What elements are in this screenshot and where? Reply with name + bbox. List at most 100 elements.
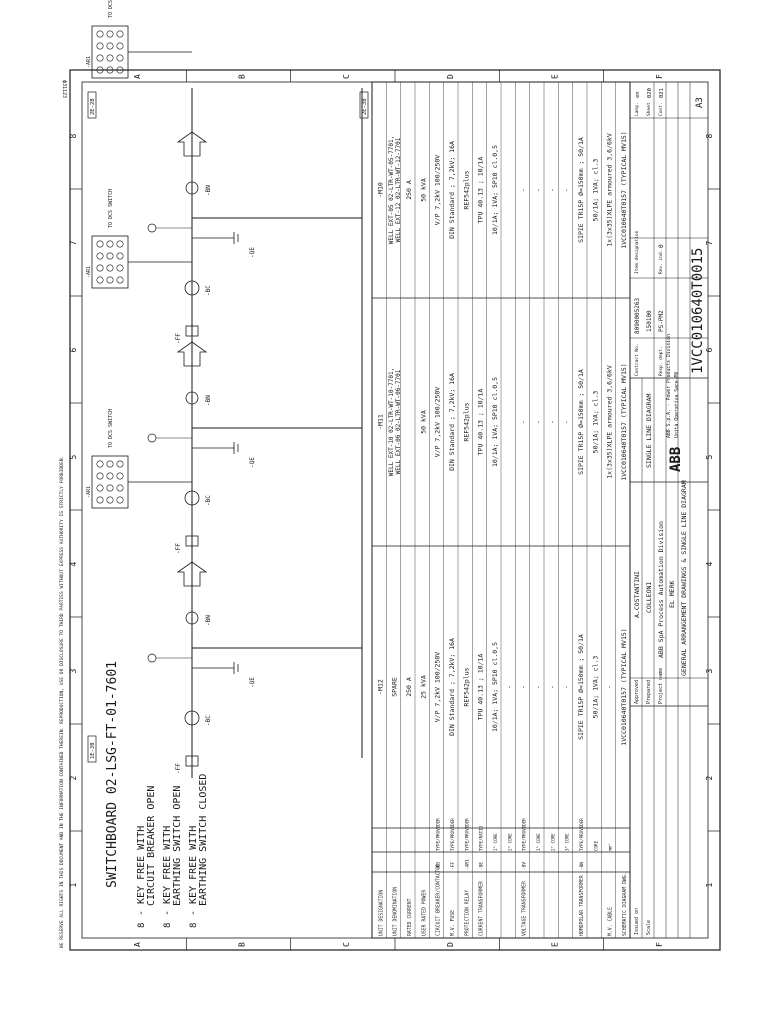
table-cell: V/P 7,2kV 100/250V <box>434 155 442 226</box>
table-cell: 1x(3x35)XLPE armoured 3,6/6kV <box>606 365 614 479</box>
table-row-label: PROTECTION RELAY <box>464 890 470 936</box>
dcs-switch-label: TO DCS SWITCH <box>108 189 114 228</box>
table-cell: SPARE <box>391 677 399 697</box>
table-row-type: 1° CORE <box>536 833 541 851</box>
format-value: A3 <box>695 97 705 108</box>
breaker-label: -BC <box>205 495 212 506</box>
indicator-lamp-icon <box>147 653 157 663</box>
frame-column-number: 6 <box>705 348 714 353</box>
table-cell: SIPIE TR15P Ø=150mm ; 50/1A <box>577 369 585 475</box>
fuse-symbol <box>185 755 199 767</box>
frame-row-letter: E <box>551 942 560 947</box>
table-cell: V/P 7,2kV 100/250V <box>434 652 442 723</box>
dcs-switch-label: TO DCS SWITCH <box>108 0 114 18</box>
company-line-1: ABB S.p.A. - Power Products Division <box>666 334 672 438</box>
table-cell: 10/1A; 1VA; 5P10 cl.0,5 <box>491 377 499 467</box>
cable-outlet-arrow <box>176 561 208 587</box>
table-cell: TPU 40.13 ; 10/1A <box>477 654 485 721</box>
frame-row-letter: B <box>238 942 247 947</box>
table-row-type: CORE <box>593 840 598 851</box>
title-block: Issued on Scale Approved A.COSTANTINI Pr… <box>629 82 708 938</box>
corner-code: ф31123 <box>61 80 67 98</box>
table-row-code: -AR1 <box>464 859 470 870</box>
table-row-type: TYPE/RATIO <box>479 825 484 851</box>
earth-switch-label: -QE <box>249 457 256 468</box>
cable-outlet-arrow <box>176 341 208 367</box>
table-cell: -M10 <box>376 182 384 198</box>
legend-line-1: - KEY FREE WITH <box>136 826 147 916</box>
frame-column-number: 7 <box>705 241 714 246</box>
sheet-label: Sheet <box>646 102 652 116</box>
table-cell: SIPIE TR15P Ø=150mm ; 50/1A <box>577 634 585 740</box>
frame-row-letter: F <box>655 74 664 79</box>
table-row-code: -FF <box>450 862 456 870</box>
fuse-label: -FF <box>175 763 182 774</box>
table-cell: DIN Standard ; 7,2kV; 16A <box>448 141 456 239</box>
table-cell: 50 kVA <box>419 178 427 202</box>
table-row-type: 2° CORE <box>550 833 555 851</box>
table-row-label: M.V. FUSE <box>450 910 456 936</box>
issued-on-label: Issued on <box>634 908 640 935</box>
cable-outlet-arrow <box>176 131 208 157</box>
fuse-label: -FF <box>175 543 182 554</box>
table-row-label: HOMOPOLAR TRANSFORMER <box>579 875 585 936</box>
table-cell: - <box>520 420 528 424</box>
table-cell: REF542plus <box>462 667 470 706</box>
table-row-code: -BE <box>479 862 485 870</box>
table-cell: 1VCC010640T0157 (TYPICAL MV15) <box>620 363 628 480</box>
item-value: 150100 <box>646 310 653 332</box>
table-row-label: UNIT DESIGNATION <box>378 890 384 936</box>
resp-value: PS-PM2 <box>658 310 665 332</box>
sheet-title: SINGLE LINE DIAGRAM <box>645 394 653 468</box>
table-row-type: 1° CORE <box>493 833 498 851</box>
table-cell: 250 A <box>405 677 413 697</box>
frame-column-number: 3 <box>69 669 78 674</box>
table-row-label: RATED CURRENT <box>407 898 413 936</box>
table-cell: -M11 <box>376 414 384 430</box>
table-cell-denomination: WELL EXT-10 02-LTR-WT-10-7701, <box>388 368 395 476</box>
earth-switch-label: -QE <box>249 247 256 258</box>
table-cell: 1VCC010640T0157 (TYPICAL MV15) <box>620 131 628 248</box>
fuse-symbol <box>185 325 199 337</box>
brand-logo: ABB <box>668 447 684 472</box>
table-cell: 25 kVA <box>419 675 427 699</box>
table-row-label: USER RATED POWER <box>421 890 427 936</box>
fuse-symbol <box>185 535 199 547</box>
rev-label: Rev. ind. <box>658 250 664 274</box>
breaker-label: -BC <box>205 715 212 726</box>
table-row-label: CURRENT TRANSFORMER <box>479 881 485 936</box>
table-row-type: mm² <box>608 843 613 851</box>
table-cell: 10/1A; 1VA; 5P10 cl.0,5 <box>491 642 499 732</box>
table-cell: DIN Standard ; 7,2kV; 16A <box>448 638 456 736</box>
key-legend: - KEY FREE WITH CIRCUIT BREAKER OPEN - K… <box>136 774 209 928</box>
frame-column-number: 5 <box>705 455 714 460</box>
table-row-type: 3° CORE <box>565 833 570 851</box>
frame-row-letter: D <box>446 942 455 947</box>
table-row-code: -BN <box>579 862 585 870</box>
resp-label: Resp. dept. <box>658 346 664 376</box>
contract-value: 8090005263 <box>634 297 641 334</box>
busbar-tag-left: 1E-3B <box>87 735 97 763</box>
cable-label: -BN <box>205 395 212 406</box>
busbar-tag-right: 2E-3B <box>359 91 369 119</box>
frame-column-number: 4 <box>705 562 714 567</box>
table-cell: - <box>563 685 571 689</box>
svg-text:8: 8 <box>163 923 173 928</box>
drawing-title: GENERAL ARRANGEMENT DRAWINGS & SINGLE LI… <box>680 480 688 676</box>
table-cell: REF542plus <box>462 170 470 209</box>
svg-text:8: 8 <box>189 923 199 928</box>
table-cell: - <box>548 420 556 424</box>
sheet-value: 020 <box>647 88 653 98</box>
frame-column-number: 1 <box>705 883 714 888</box>
frame-column-number: 7 <box>69 241 78 246</box>
busbar-tag-top: 2E-2B <box>87 91 97 119</box>
frame-row-letter: C <box>342 942 351 947</box>
table-cell: - <box>520 685 528 689</box>
